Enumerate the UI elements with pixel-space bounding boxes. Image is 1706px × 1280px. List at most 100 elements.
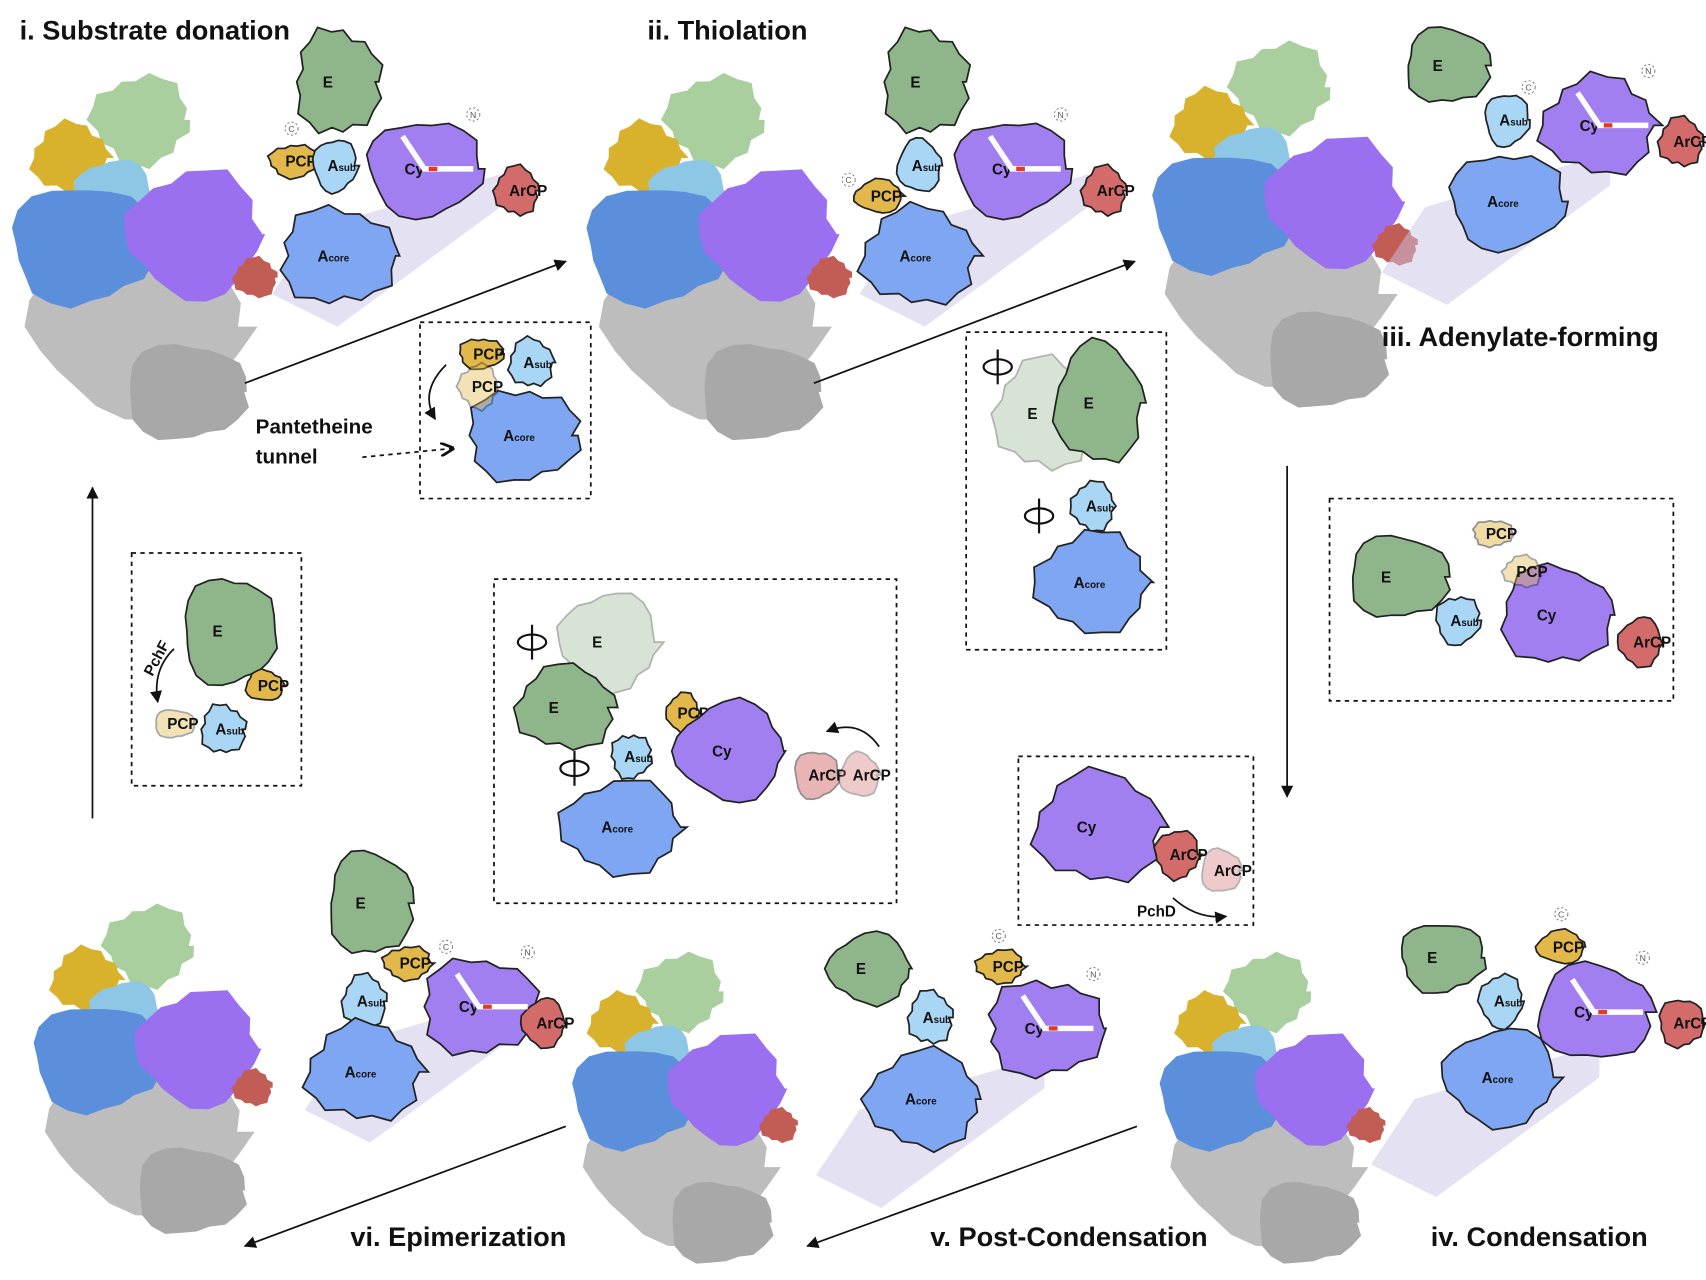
pcp-domain (973, 948, 1030, 986)
map-acore-density (33, 1009, 167, 1116)
asub-label: Asub (912, 158, 940, 175)
map-gray-density (672, 1182, 774, 1264)
title-adenylate-forming: iii. Adenylate-forming (1382, 321, 1659, 352)
acore-domain (859, 1044, 983, 1154)
terminus-label: N (1645, 66, 1651, 76)
cryo-em-map (1159, 951, 1386, 1264)
terminus-label: N (524, 948, 530, 958)
e-domain (295, 26, 384, 135)
asub-label: Asub (1499, 112, 1527, 129)
cy-tunnel (454, 972, 528, 1010)
terminus-label: C (845, 175, 851, 185)
substrate-mark (1048, 1026, 1058, 1031)
acore-label: Acore (601, 820, 633, 837)
arcp-label: ArCP (1633, 635, 1671, 652)
cy-tunnel (1569, 977, 1643, 1015)
map-arcp-density (231, 255, 278, 299)
tunnel-pointer-arrow (362, 449, 451, 459)
terminus-label: C (443, 942, 449, 952)
pcp-swing-arrow (424, 364, 447, 421)
terminus-marker (991, 928, 1006, 944)
asub-domain (200, 703, 248, 754)
asub-label: Asub (327, 158, 355, 175)
rotation-icon (559, 750, 590, 786)
e-label: E (592, 635, 602, 652)
rotation-icon (516, 624, 548, 660)
cy-label: Cy (1077, 820, 1097, 837)
e-label: E (1427, 950, 1437, 967)
cryo-em-map (11, 73, 278, 441)
asub-domain (1069, 479, 1118, 533)
acore-label: Acore (1074, 575, 1106, 592)
arrow-ii-to-iii (813, 259, 1136, 385)
inset-center-overview (493, 578, 898, 905)
asub-domain (1484, 94, 1531, 149)
e-domain (1407, 26, 1493, 103)
asub-domain (610, 734, 654, 780)
acore-label: Acore (317, 248, 349, 265)
acore-label: Acore (905, 1092, 937, 1109)
terminus-marker (1635, 950, 1650, 965)
asub-label: Asub (1494, 994, 1522, 1011)
arcp-domain (1658, 999, 1706, 1050)
map-e-density (660, 73, 765, 170)
cryo-em-map (586, 73, 853, 441)
pcp-label: PCP (1553, 939, 1584, 956)
inset-condensation-prep (1328, 497, 1675, 702)
asub-label: Asub (1086, 499, 1114, 516)
map-gray-density (139, 1147, 247, 1234)
map-cy-density (667, 1033, 788, 1146)
pcp-domain (155, 709, 196, 739)
inset-boxes (130, 321, 1675, 926)
arcp-domain (491, 163, 541, 218)
terminus-marker (841, 172, 856, 187)
acore-domain (557, 779, 690, 879)
map-e-density (100, 903, 195, 990)
terminus-marker (439, 939, 454, 954)
arrow-v-to-vi (243, 1125, 567, 1248)
substrate-mark (1603, 123, 1613, 128)
e-domain (330, 849, 415, 955)
map-gray-density (704, 344, 824, 441)
e-domain (1051, 336, 1148, 464)
pcp-label: PCP (1516, 564, 1547, 581)
asub-label: Asub (215, 722, 243, 739)
terminus-marker (1521, 80, 1536, 95)
rotation-icon (982, 349, 1013, 385)
pcp-label: PCP (993, 959, 1024, 976)
acore-label: Acore (900, 248, 932, 265)
arcp-domain (1152, 829, 1204, 883)
map-acore-density (1159, 1051, 1286, 1152)
pchd-arrow (1172, 897, 1228, 924)
substrate-mark (1598, 1009, 1607, 1015)
asub-domain (906, 988, 954, 1046)
map-cy-density (124, 169, 266, 302)
terminus-label: C (996, 931, 1002, 941)
pcp-domain (1500, 553, 1544, 589)
map-cy-density (134, 990, 262, 1110)
terminus-marker (1641, 63, 1656, 79)
arcp-swing-arrow (825, 721, 880, 748)
e-label: E (1433, 58, 1443, 75)
e-label: E (1027, 406, 1037, 423)
cy-domain (1499, 562, 1616, 663)
e-label: E (1381, 569, 1391, 586)
cryo-em-map (572, 951, 798, 1264)
map-acore-density (572, 1051, 699, 1152)
acore-label: Acore (1487, 194, 1519, 211)
asub-domain (1435, 595, 1483, 647)
substrate-mark (483, 1004, 492, 1009)
arcp-label: ArCP (1170, 847, 1208, 864)
acore-label: Acore (345, 1064, 377, 1081)
acore-domain (1032, 528, 1156, 635)
arrow-i-to-ii (244, 259, 567, 385)
map-arcp-density (806, 255, 853, 299)
arcp-domain (519, 996, 569, 1050)
acore-domain (856, 200, 986, 306)
title-post-condensation: v. Post-Condensation (930, 1221, 1207, 1252)
